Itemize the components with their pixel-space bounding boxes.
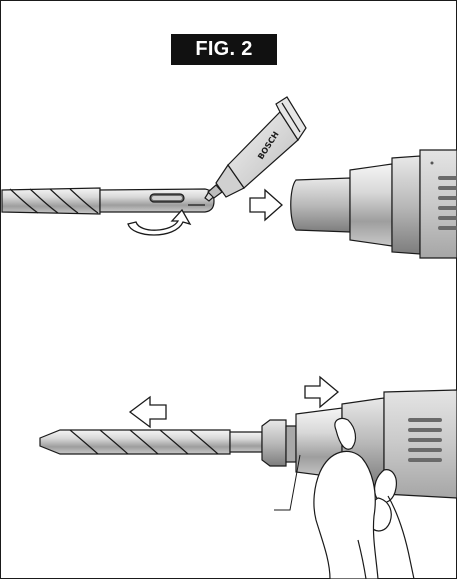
grease-tube: BOSCH: [204, 96, 307, 202]
arrow-right-icon: [249, 188, 283, 222]
rotate-arrow-icon: [127, 208, 192, 236]
bottom-drill-bit: [39, 429, 263, 455]
arrow-left-icon: [128, 395, 167, 429]
hand: [313, 417, 415, 579]
arrow-right-icon: [304, 375, 340, 409]
top-drill-chuck: [290, 149, 457, 259]
top-drill-bit: [1, 187, 215, 215]
figure-label: FIG. 2: [171, 34, 277, 65]
